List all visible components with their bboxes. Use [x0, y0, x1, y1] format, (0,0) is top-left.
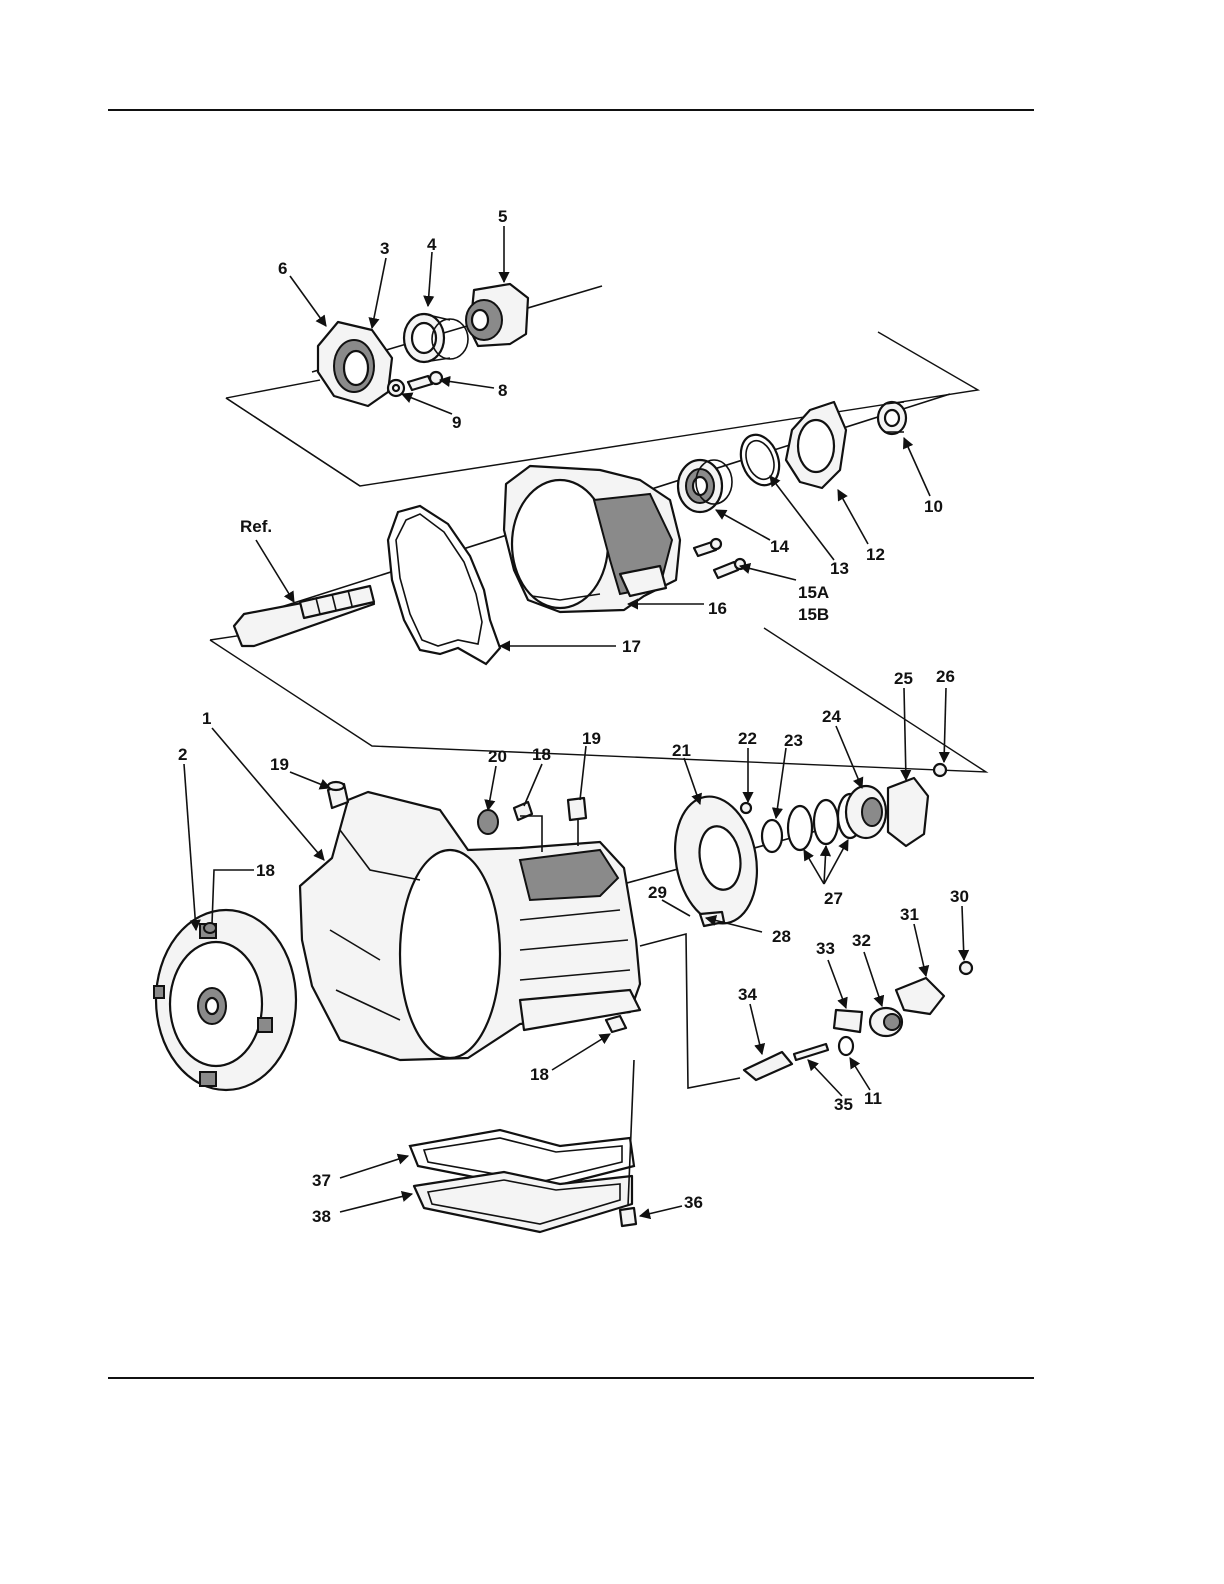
callout-34: 34 — [738, 985, 757, 1004]
callout-31: 31 — [900, 905, 919, 924]
callout-10: 10 — [924, 497, 943, 516]
middle-group-plane — [210, 628, 986, 772]
callout-21: 21 — [672, 741, 691, 760]
callout-25: 25 — [894, 669, 913, 688]
callout-29: 29 — [648, 883, 667, 902]
leader-lines — [184, 226, 964, 1216]
callout-8: 8 — [498, 381, 507, 400]
output-yoke-flange — [466, 284, 528, 346]
input-shaft-ref — [234, 586, 374, 646]
callout-26: 26 — [936, 667, 955, 686]
callout-4: 4 — [427, 235, 437, 254]
pump-assembly-21 — [665, 790, 766, 930]
callout-22: 22 — [738, 729, 757, 748]
plug-20 — [478, 810, 498, 834]
oil-pan-38 — [414, 1172, 632, 1232]
torque-converter-2 — [154, 910, 296, 1090]
callout-6: 6 — [278, 259, 287, 278]
bearing-14 — [678, 460, 732, 512]
callout-17: 17 — [622, 637, 641, 656]
gasket-17 — [388, 506, 500, 664]
bolt-30 — [960, 962, 972, 974]
callout-30: 30 — [950, 887, 969, 906]
callout-19a: 19 — [270, 755, 289, 774]
drain-plug-36 — [620, 1208, 636, 1226]
plug-18c — [606, 1016, 626, 1032]
callout-12: 12 — [866, 545, 885, 564]
callout-13: 13 — [830, 559, 849, 578]
bolt-8 — [408, 372, 442, 390]
oil-seal — [404, 314, 468, 362]
servo-24 — [846, 786, 886, 838]
callout-38: 38 — [312, 1207, 331, 1226]
callout-35: 35 — [834, 1095, 853, 1114]
callout-1: 1 — [202, 709, 211, 728]
callout-28: 28 — [772, 927, 791, 946]
lock-washer-9 — [388, 380, 404, 396]
callout-23: 23 — [784, 731, 803, 750]
gasket-12 — [786, 402, 846, 488]
bolt-22 — [741, 803, 751, 813]
plug-19b — [568, 798, 586, 820]
callout-3: 3 — [380, 239, 389, 258]
snap-ring-13 — [734, 429, 786, 490]
callout-33: 33 — [816, 939, 835, 958]
callout-24: 24 — [822, 707, 841, 726]
ring-23 — [762, 820, 782, 852]
plug-18b — [514, 802, 532, 820]
callout-18a: 18 — [256, 861, 275, 880]
bracket-31 — [896, 978, 944, 1014]
callout-labels: 3 4 5 6 8 9 10 12 13 14 15A 15B 16 17 Re… — [178, 207, 969, 1226]
sensor-32 — [870, 1008, 902, 1036]
adapter-housing-16 — [504, 466, 680, 612]
callout-20: 20 — [488, 747, 507, 766]
callout-9: 9 — [452, 413, 461, 432]
bolts-15 — [694, 539, 745, 578]
callout-2: 2 — [178, 745, 187, 764]
callout-ref: Ref. — [240, 517, 272, 536]
callout-16: 16 — [708, 599, 727, 618]
callout-14: 14 — [770, 537, 789, 556]
extension-housing-flange — [318, 322, 392, 406]
cover-25 — [888, 778, 928, 846]
shaft-34 — [744, 1052, 792, 1080]
callout-18b: 18 — [532, 745, 551, 764]
seal-10 — [878, 402, 906, 434]
callout-36: 36 — [684, 1193, 703, 1212]
pin-35 — [794, 1044, 828, 1060]
bolt-26 — [934, 764, 946, 776]
callout-19b: 19 — [582, 729, 601, 748]
plug-18a — [204, 923, 216, 933]
callout-27: 27 — [824, 889, 843, 908]
plug-19a — [328, 782, 348, 808]
callout-15a: 15A — [798, 583, 829, 602]
transmission-case-1 — [300, 792, 640, 1060]
callout-18c: 18 — [530, 1065, 549, 1084]
linkage-outline — [640, 934, 740, 1088]
callout-37: 37 — [312, 1171, 331, 1190]
callout-32: 32 — [852, 931, 871, 950]
callout-15b: 15B — [798, 605, 829, 624]
callout-11: 11 — [864, 1089, 882, 1108]
o-ring-11 — [839, 1037, 853, 1055]
bracket-33 — [834, 1010, 862, 1032]
callout-5: 5 — [498, 207, 507, 226]
